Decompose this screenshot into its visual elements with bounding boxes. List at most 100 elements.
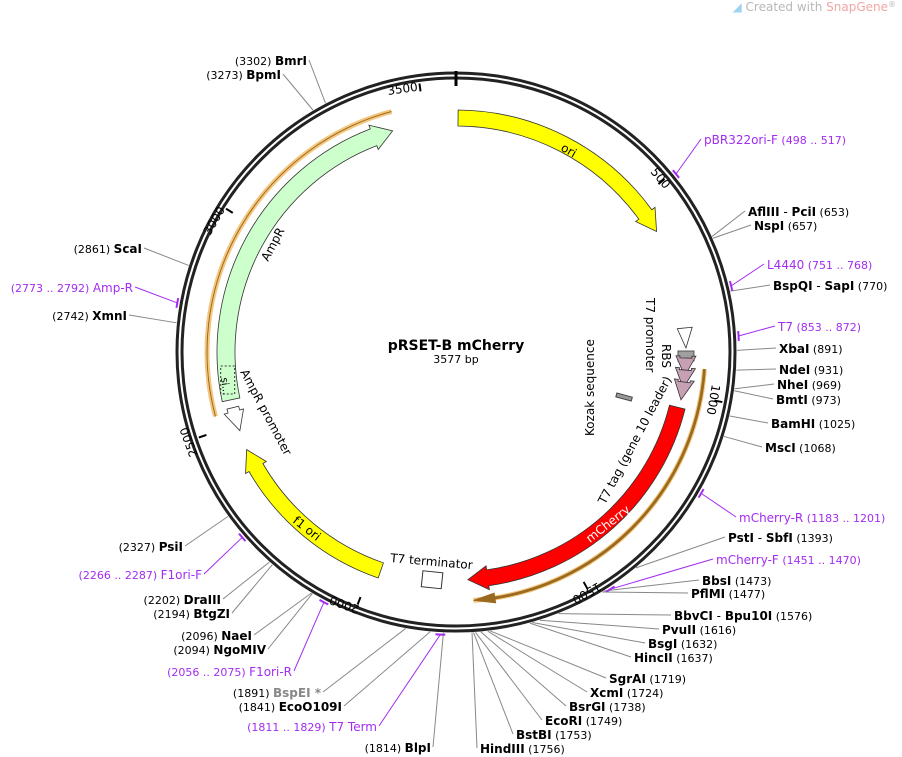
enzyme-label: XbaI (891) (779, 342, 842, 356)
primer-name: F1ori-R (249, 665, 292, 679)
enzyme-name: BbsI (702, 574, 731, 588)
primer-label: (1811 .. 1829) T7 Term (247, 720, 377, 734)
primer-name: mCherry-R (739, 511, 803, 525)
tick-mark (225, 207, 234, 214)
feature-label-signal: si... (218, 377, 231, 396)
pink-feature-arrow-2 (673, 378, 695, 401)
primer-position: (1183 .. 1201) (803, 512, 885, 525)
enzyme-leader-line (736, 347, 777, 351)
enzyme-leader-line (712, 224, 752, 239)
primer-leader-line (730, 263, 765, 287)
credit-brand: SnapGene (826, 0, 888, 14)
enzyme-position: (2861) (74, 243, 114, 256)
primer-position: (2773 .. 2792) (11, 282, 93, 295)
primer-leader-line (675, 138, 702, 175)
primer-name: mCherry-F (716, 553, 779, 567)
plasmid-name: pRSET-B mCherry (388, 338, 525, 354)
enzyme-label: PflMI (1477) (691, 587, 765, 601)
ampr-arrow (216, 124, 394, 403)
feature-label-amprpromoter: AmpR promoter (237, 367, 294, 458)
enzyme-label: BsgI (1632) (648, 637, 717, 651)
signal-seq-box (220, 365, 236, 395)
enzyme-label: AflIII - PciI (653) (748, 205, 849, 219)
enzyme-position: (969) (808, 379, 841, 392)
enzyme-leader-line (729, 415, 769, 424)
enzyme-label: (2094) NgoMIV (173, 643, 266, 657)
enzyme-label: (2194) BtgZI (153, 607, 230, 621)
ori-arrow (457, 109, 658, 233)
enzyme-position: (891) (809, 343, 842, 356)
tick-label: 2000 (328, 593, 361, 617)
enzyme-leader-line (635, 536, 726, 569)
enzyme-separator: - (780, 205, 792, 219)
enzyme-position: (1025) (815, 418, 855, 431)
plasmid-length: 3577 bp (433, 353, 478, 366)
primer-label: (2773 .. 2792) Amp-R (11, 281, 133, 295)
enzyme-label: BbvCI - Bpu10I (1576) (674, 609, 812, 623)
credit-text: Created with (745, 0, 827, 14)
enzyme-name: BmtI (776, 393, 808, 407)
enzyme-leader-line (734, 383, 775, 390)
enzyme-leader-line (471, 632, 478, 749)
enzyme-name: BstBI (516, 728, 552, 742)
enzyme-position: (2327) (119, 541, 159, 554)
feature-label-t7promoter: T7 promoter (643, 297, 657, 373)
snapgene-credit: ◢ Created with SnapGene® (733, 0, 897, 14)
feature-label-ori: ori (559, 140, 580, 160)
primer-site (737, 330, 740, 341)
tick-label: 1000 (704, 383, 723, 416)
primer-position: (751 .. 768) (804, 259, 872, 272)
enzyme-leader-line (529, 622, 632, 658)
enzyme-label: (2861) ScaI (74, 242, 142, 256)
primer-name: T7 Term (328, 720, 377, 734)
enzyme-position: (973) (808, 394, 841, 407)
enzyme-leader-line (231, 564, 273, 614)
primer-position: (853 .. 872) (793, 321, 861, 334)
enzyme-name: DraIII (184, 593, 221, 607)
primer-position: (498 .. 517) (778, 134, 846, 147)
enzyme-position: (770) (854, 280, 887, 293)
enzyme-leader-line (490, 630, 607, 679)
primer-position: (1811 .. 1829) (247, 721, 329, 734)
feature-label-mcherry: mCherry (583, 502, 632, 545)
pink-feature-arrow-0 (675, 355, 697, 377)
enzyme-name: BsgI (648, 637, 677, 651)
enzyme-leader-line (282, 73, 314, 111)
enzyme-label: (3302) BmrI (235, 54, 307, 68)
primer-leader-line (700, 492, 737, 518)
enzyme-name: MscI (765, 441, 796, 455)
enzyme-label: (3273) BpmI (206, 68, 281, 82)
enzyme-name: EcoRI (545, 714, 582, 728)
tick-mark (657, 178, 666, 185)
primer-name: L4440 (767, 258, 804, 272)
enzyme-label: (1814) BlpI (365, 741, 431, 755)
primer-site (175, 297, 180, 308)
enzyme-label: (2202) DraIII (144, 593, 221, 607)
enzyme-label: BmtI (973) (776, 393, 841, 407)
feature-label-kozak: Kozak sequence (583, 339, 597, 436)
enzyme-label: EcoRI (1749) (545, 714, 622, 728)
enzyme-label: BsrGI (1738) (569, 700, 646, 714)
primer-leader-line (378, 634, 441, 727)
enzyme-position: (2096) (181, 630, 221, 643)
primer-label: L4440 (751 .. 768) (767, 258, 872, 272)
enzyme-name: SbfI (766, 531, 793, 545)
kozak-box (615, 392, 633, 402)
enzyme-leader-line (128, 314, 177, 324)
enzyme-leader-line (736, 368, 777, 371)
enzyme-name: SapI (825, 279, 855, 293)
enzyme-name: NspI (754, 219, 784, 233)
primer-position: (2266 .. 2287) (79, 569, 161, 582)
enzyme-name: SgrAI (609, 672, 646, 686)
enzyme-label: NheI (969) (777, 378, 841, 392)
tick-mark (356, 596, 362, 605)
enzyme-position: (1637) (673, 652, 713, 665)
enzyme-name: NdeI (779, 363, 810, 377)
enzyme-name: ScaI (114, 242, 142, 256)
enzyme-label: NspI (657) (754, 219, 817, 233)
primer-name: pBR322ori-F (704, 133, 778, 147)
enzyme-leader-line (473, 632, 514, 735)
enzyme-label: HincII (1637) (634, 651, 713, 665)
tick-mark (714, 399, 723, 404)
